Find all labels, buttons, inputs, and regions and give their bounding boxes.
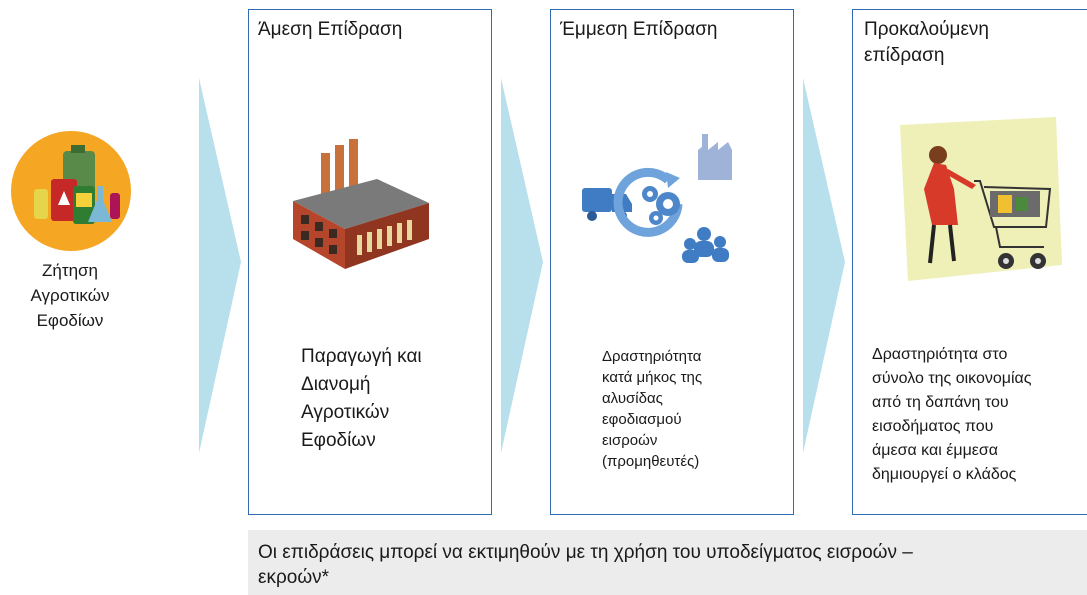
direct-impact-title: Άμεση Επίδραση <box>258 19 403 40</box>
supply-chain-icon <box>578 130 738 275</box>
direct-impact-text: Παραγωγή και Διανομή Αγροτικών Εφοδίων <box>301 346 422 451</box>
indirect-impact-text: Δραστηριότητα κατά μήκος της αλυσίδας εφ… <box>602 348 703 470</box>
induced-impact-text: Δραστηριότητα στο σύνολο της οικονομίας … <box>872 346 1032 483</box>
indirect-impact-box <box>550 9 794 515</box>
footer-note: Οι επιδράσεις μπορεί να εκτιμηθούν με τη… <box>248 530 1087 595</box>
agri-chemicals-icon <box>11 131 131 251</box>
flow-chevron-1 <box>199 78 241 453</box>
factory-icon <box>285 135 435 275</box>
flow-chevron-3 <box>803 78 845 453</box>
shopper-cart-icon <box>898 115 1064 288</box>
start-label: Ζήτηση Αγροτικών Εφοδίων <box>30 261 110 330</box>
induced-impact-title: Προκαλούμενη επίδραση <box>864 19 990 66</box>
flow-chevron-2 <box>501 78 543 453</box>
indirect-impact-title: Έμμεση Επίδραση <box>560 19 718 40</box>
direct-impact-box <box>248 9 492 515</box>
